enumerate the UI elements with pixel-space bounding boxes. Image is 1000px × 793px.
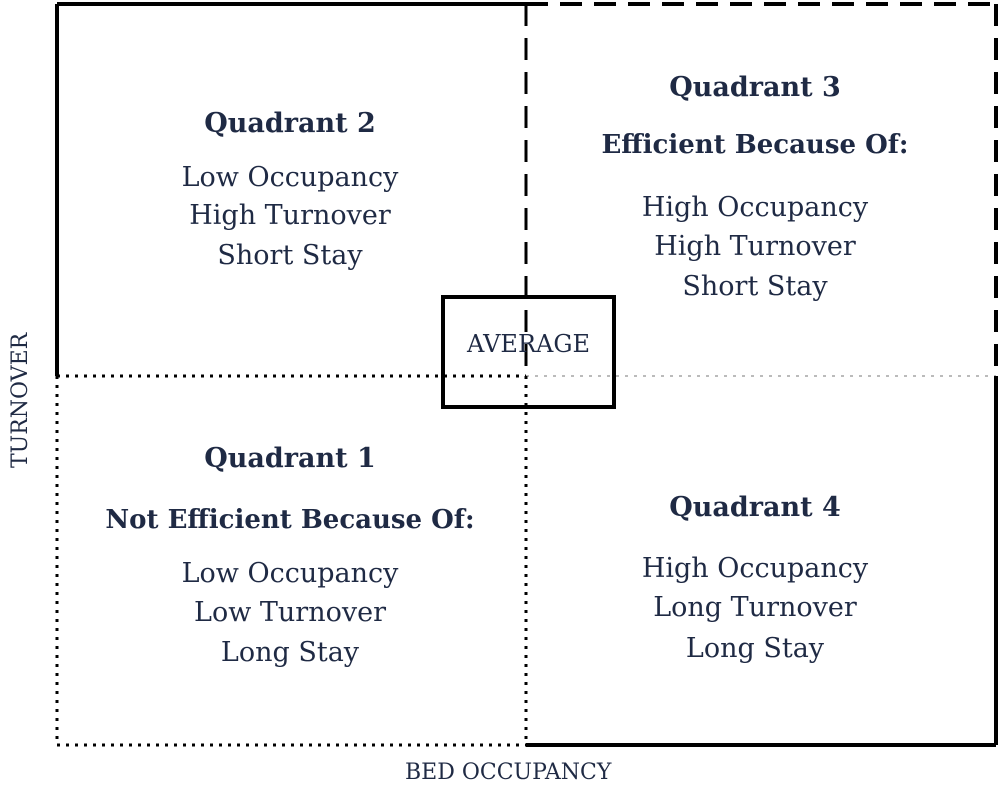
q4-title: Quadrant 4: [669, 492, 841, 523]
q2-line-1: Low Occupancy: [181, 162, 399, 193]
q1-line-1: Low Occupancy: [181, 558, 399, 589]
q4-line-3: Long Stay: [685, 633, 825, 664]
q1-subtitle: Not Efficient Because Of:: [105, 505, 475, 535]
q3-subtitle: Efficient Because Of:: [601, 130, 909, 160]
q1-line-3: Long Stay: [220, 637, 360, 668]
q2-title: Quadrant 2: [204, 108, 376, 139]
q1-title: Quadrant 1: [204, 443, 376, 474]
q1-line-2: Low Turnover: [194, 597, 386, 628]
q4-line-2: Long Turnover: [653, 592, 857, 623]
q2-line-3: Short Stay: [217, 240, 363, 271]
average-box: [441, 295, 616, 409]
q4-line-1: High Occupancy: [641, 553, 869, 584]
q3-line-3: Short Stay: [682, 271, 828, 302]
average-label: AVERAGE: [466, 330, 591, 358]
q3-line-2: High Turnover: [654, 231, 856, 262]
q3-line-1: High Occupancy: [641, 192, 869, 223]
y-axis-label: TURNOVER: [8, 332, 33, 468]
x-axis-label: BED OCCUPANCY: [405, 760, 612, 785]
q3-title: Quadrant 3: [669, 72, 841, 103]
q2-line-2: High Turnover: [189, 200, 391, 231]
